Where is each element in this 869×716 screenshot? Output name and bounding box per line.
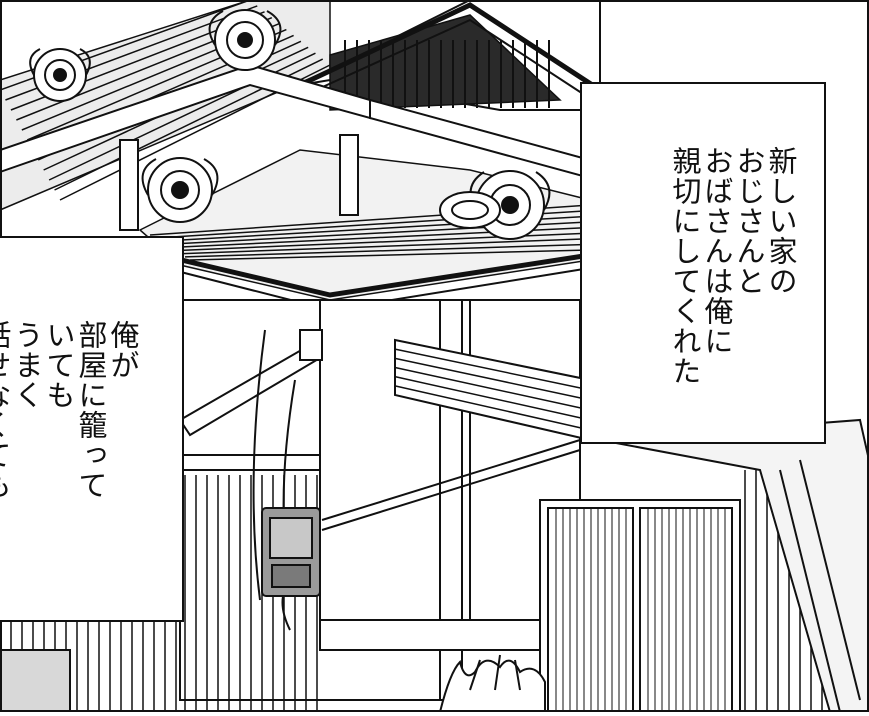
caption-left-line-1: 俺が [106, 320, 140, 380]
bottom-block [0, 649, 71, 713]
roof-ornaments [29, 9, 551, 240]
caption-left-line-5: 話せなくても [0, 320, 12, 500]
caption-box-left: 俺が 部屋に籠って いても うまく 話せなくても [0, 236, 184, 622]
electric-meter [261, 507, 321, 597]
caption-right-line-4: 親切にしてくれた [668, 146, 702, 386]
caption-left-line-2: 部屋に籠って [74, 320, 108, 500]
tarp [599, 418, 869, 713]
caption-right-line-2: おじさんと [732, 146, 766, 296]
caption-right-line-1: 新しい家の [764, 146, 798, 296]
caption-left-line-3: いても [42, 320, 76, 410]
caption-box-right: 新しい家の おじさんと おばさんは俺に 親切にしてくれた [580, 82, 826, 444]
lattice-doors [539, 499, 741, 713]
drain-pipe [178, 329, 323, 437]
caption-left-line-4: うまく [10, 320, 44, 410]
middle-roof [138, 149, 591, 312]
caption-right-line-3: おばさんは俺に [700, 146, 734, 356]
upper-eave [0, 63, 591, 231]
plants [438, 654, 546, 713]
